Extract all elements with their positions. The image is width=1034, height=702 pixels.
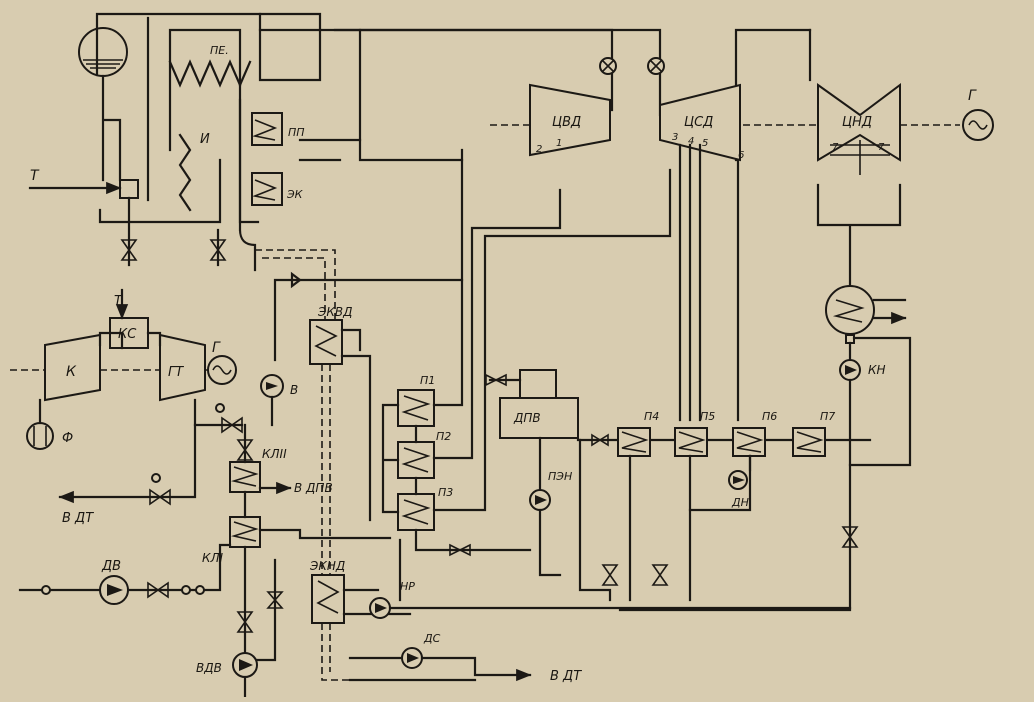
- labels: ПЕ. ПП ЭК И Т Т КС К ГТ Г Ф В ДТ КЛII В …: [30, 44, 977, 684]
- label-t-top: Т: [30, 168, 40, 184]
- label-dv: ДВ: [101, 559, 121, 574]
- economizer-ekvd: [309, 319, 343, 365]
- label-tssd-n3: 3: [672, 132, 678, 143]
- dpv-tank: [499, 397, 579, 439]
- superheater-coil: [168, 59, 252, 88]
- label-tssd: ЦСД: [684, 115, 713, 130]
- air-filter: [26, 422, 54, 450]
- label-pen: ПЭН: [548, 470, 572, 483]
- label-eknd: ЭКНД: [309, 559, 345, 573]
- gas-turbine-unit: [10, 288, 244, 506]
- label-pe: ПЕ.: [210, 44, 229, 57]
- label-gt: ГТ: [168, 365, 184, 380]
- label-f: Ф: [62, 431, 73, 446]
- label-p3: П3: [438, 486, 453, 499]
- economizer-ek: [251, 172, 283, 206]
- label-p2: П2: [436, 430, 451, 443]
- label-ds: ДС: [423, 632, 441, 645]
- label-p6: П6: [762, 410, 777, 423]
- burner-box: [119, 179, 139, 199]
- label-tssd-n6: 6: [738, 150, 744, 161]
- label-tssd-n4: 4: [688, 136, 694, 147]
- turbine-lp: [816, 83, 902, 292]
- label-p7: П7: [820, 410, 835, 423]
- label-ks: КС: [118, 327, 137, 342]
- steam-lines-top: [258, 28, 960, 162]
- label-tsnd: ЦНД: [842, 115, 872, 130]
- label-p1: П1: [420, 374, 435, 387]
- label-g-gt: Г: [212, 340, 221, 356]
- label-dn: ДН: [731, 496, 749, 509]
- label-kl1: КЛI: [202, 551, 224, 565]
- compressor-k: [44, 333, 101, 402]
- label-v-dt-bottom: В ДТ: [550, 669, 582, 684]
- turbine-ip: [659, 83, 741, 162]
- label-v-dt-left: В ДТ: [62, 511, 94, 526]
- gas-coolers: [229, 423, 392, 662]
- label-ekvd: ЭКВД: [317, 305, 353, 319]
- label-k: К: [66, 364, 77, 380]
- label-tsvd-n1: 1: [556, 138, 562, 149]
- label-t-ks: Т: [114, 294, 123, 309]
- label-ek: ЭК: [286, 188, 304, 201]
- hp-heaters: [381, 158, 672, 552]
- condenser: [825, 285, 910, 542]
- gas-economizers: [255, 249, 852, 680]
- label-pp: ПП: [288, 126, 305, 139]
- label-vdv: ВДВ: [196, 661, 222, 675]
- label-v-dpv: В ДПВ: [294, 481, 333, 495]
- economizer-eknd: [311, 574, 345, 624]
- label-tsvd: ЦВД: [552, 115, 581, 130]
- label-i: И: [200, 132, 210, 147]
- label-kn: КН: [868, 363, 886, 377]
- label-kl2: КЛII: [262, 447, 287, 461]
- gas-turbine-gt: [159, 333, 206, 402]
- interconnects: [120, 239, 859, 612]
- label-p4: П4: [644, 410, 659, 423]
- evaporator-coil: [178, 133, 192, 212]
- label-tsvd-n2: 2: [536, 144, 542, 155]
- label-dpv: ДПВ: [513, 411, 541, 425]
- lp-heaters: [576, 143, 872, 602]
- reheater-pp: [251, 112, 283, 146]
- label-tsnd-n7a: 7: [832, 142, 839, 153]
- label-tsnd-n7b: 7: [878, 142, 885, 153]
- air-blowers: [18, 543, 258, 699]
- label-nr: НР: [400, 580, 415, 593]
- label-g-main: Г: [968, 88, 977, 104]
- deaerator: [488, 369, 579, 577]
- label-v-pump: В: [290, 383, 298, 397]
- label-tssd-n5: 5: [702, 138, 708, 149]
- turbine-hp: [529, 83, 611, 157]
- boiler: [28, 12, 322, 272]
- label-p5: П5: [700, 410, 715, 423]
